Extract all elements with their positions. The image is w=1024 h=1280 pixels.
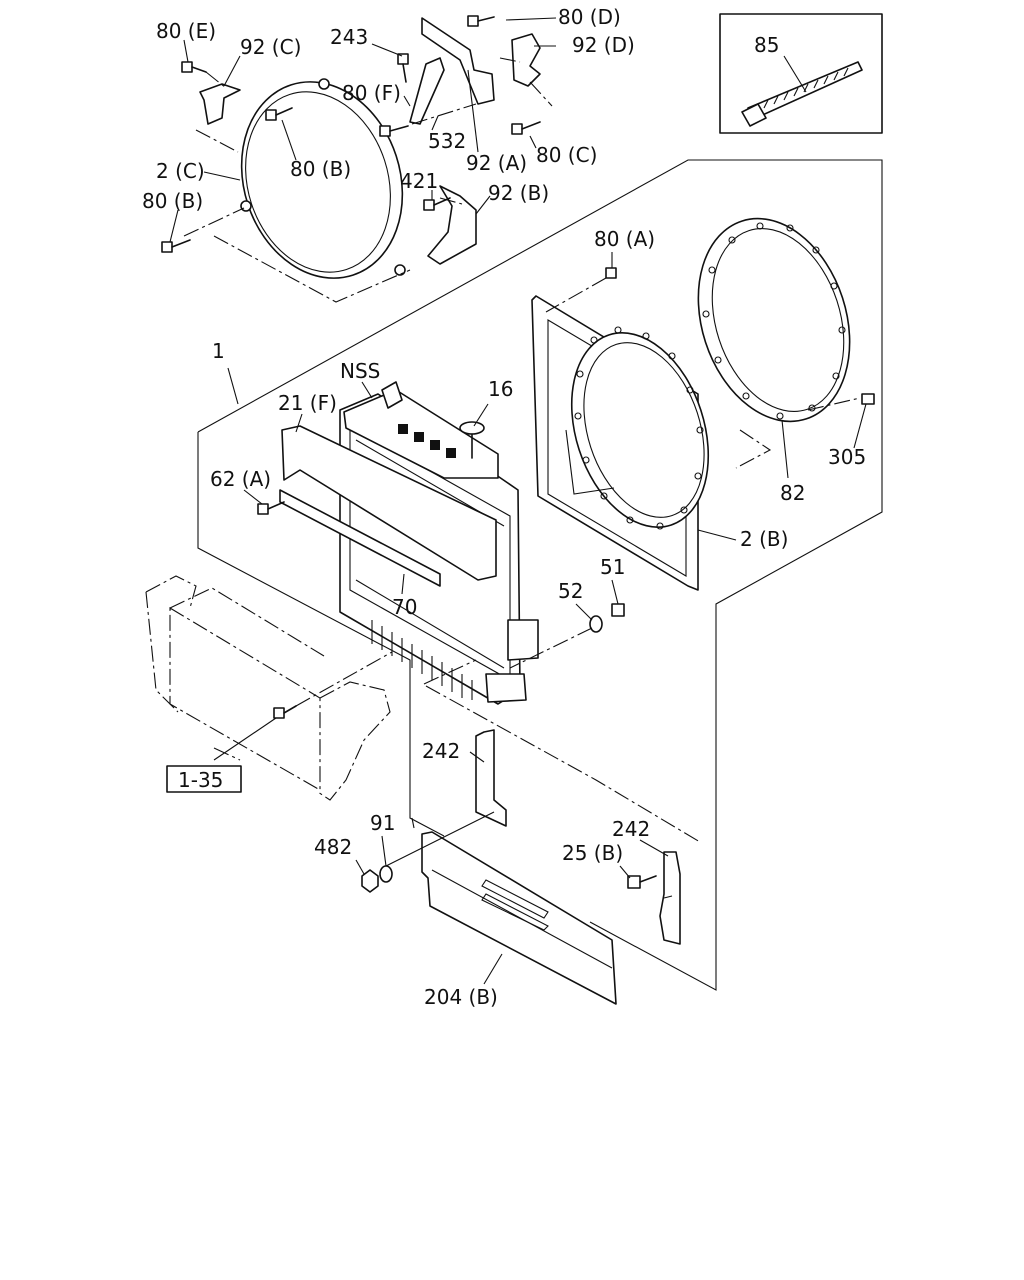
label-62a: 62 (A) xyxy=(210,467,271,491)
label-92c: 92 (C) xyxy=(240,35,301,59)
bolt-51-icon xyxy=(611,603,625,617)
reference-box-1-35 xyxy=(166,765,242,793)
bracket-92b-icon xyxy=(427,185,477,265)
label-242-right: 242 xyxy=(612,817,650,841)
label-25b: 25 (B) xyxy=(562,841,623,865)
bolt-62a-icon xyxy=(257,503,269,515)
bolt-80e-icon xyxy=(181,61,193,73)
label-1-35: 1-35 xyxy=(178,768,223,792)
label-482: 482 xyxy=(314,835,352,859)
label-243: 243 xyxy=(330,25,368,49)
label-532: 532 xyxy=(428,129,466,153)
assembly-frame-1 xyxy=(197,159,883,991)
label-80b-left: 80 (B) xyxy=(142,189,203,213)
label-nss: NSS xyxy=(340,359,380,383)
label-305: 305 xyxy=(828,445,866,469)
label-80e: 80 (E) xyxy=(156,19,216,43)
bracket-92d-icon xyxy=(511,33,541,87)
stay-532-icon xyxy=(409,57,445,125)
label-51: 51 xyxy=(600,555,625,579)
washer-52-icon xyxy=(589,615,603,633)
bolt-421-icon xyxy=(423,199,435,211)
weld-nut-icon xyxy=(394,264,406,276)
bolt-80b-top-icon xyxy=(265,109,277,121)
label-92a: 92 (A) xyxy=(466,151,527,175)
bolt-80a-icon xyxy=(605,267,617,279)
label-80d: 80 (D) xyxy=(558,5,621,29)
bolt-80b-left-icon xyxy=(161,241,173,253)
bracket-92c-icon xyxy=(199,83,241,125)
bolt-80f-icon xyxy=(379,125,391,137)
intercooler-reference xyxy=(145,575,393,801)
label-82: 82 xyxy=(780,481,805,505)
lower-brackets xyxy=(361,729,681,1005)
upper-fan-shroud-2c xyxy=(161,15,553,303)
nut-482-icon xyxy=(361,869,379,893)
shroud-ring-82 xyxy=(697,217,875,469)
label-92b: 92 (B) xyxy=(488,181,549,205)
label-80f: 80 (F) xyxy=(342,81,401,105)
label-2c: 2 (C) xyxy=(156,159,205,183)
part-labels: 80 (E) 92 (C) 243 80 (D) 92 (D) 85 80 (F… xyxy=(142,5,866,1009)
label-52: 52 xyxy=(558,579,583,603)
weld-nut-icon xyxy=(318,78,330,90)
bracket-92a-icon xyxy=(421,17,495,105)
label-1: 1 xyxy=(212,339,225,363)
bracket-242-left-icon xyxy=(475,729,507,827)
bolt-80d-icon xyxy=(467,15,479,27)
weld-nut-icon xyxy=(240,200,252,212)
label-242-left: 242 xyxy=(422,739,460,763)
label-91: 91 xyxy=(370,811,395,835)
label-85: 85 xyxy=(754,33,779,57)
baffle-21f-icon xyxy=(281,425,497,581)
label-70: 70 xyxy=(392,595,417,619)
inset-box-cable-tie xyxy=(719,13,883,134)
leader-lines xyxy=(169,17,867,985)
bolt-80c-icon xyxy=(511,123,523,135)
radiator-core xyxy=(257,267,701,843)
label-21f: 21 (F) xyxy=(278,391,337,415)
label-92d: 92 (D) xyxy=(572,33,635,57)
label-421: 421 xyxy=(400,169,438,193)
label-80c: 80 (C) xyxy=(536,143,597,167)
radiator-cap-16-icon xyxy=(459,421,485,435)
bracket-242-right-icon xyxy=(659,851,681,945)
washer-91-icon xyxy=(379,865,393,883)
seal-70-icon xyxy=(279,489,441,587)
fan-shroud-2b xyxy=(531,295,710,591)
label-16: 16 xyxy=(488,377,513,401)
cable-tie-85-icon xyxy=(741,61,863,127)
bolt-305-icon xyxy=(861,393,875,405)
bolt-intercooler-icon xyxy=(273,707,285,719)
filler-neck-icon xyxy=(381,381,403,409)
label-2b: 2 (B) xyxy=(740,527,788,551)
label-204b: 204 (B) xyxy=(424,985,498,1009)
label-80b-top: 80 (B) xyxy=(290,157,351,181)
label-80a: 80 (A) xyxy=(594,227,655,251)
